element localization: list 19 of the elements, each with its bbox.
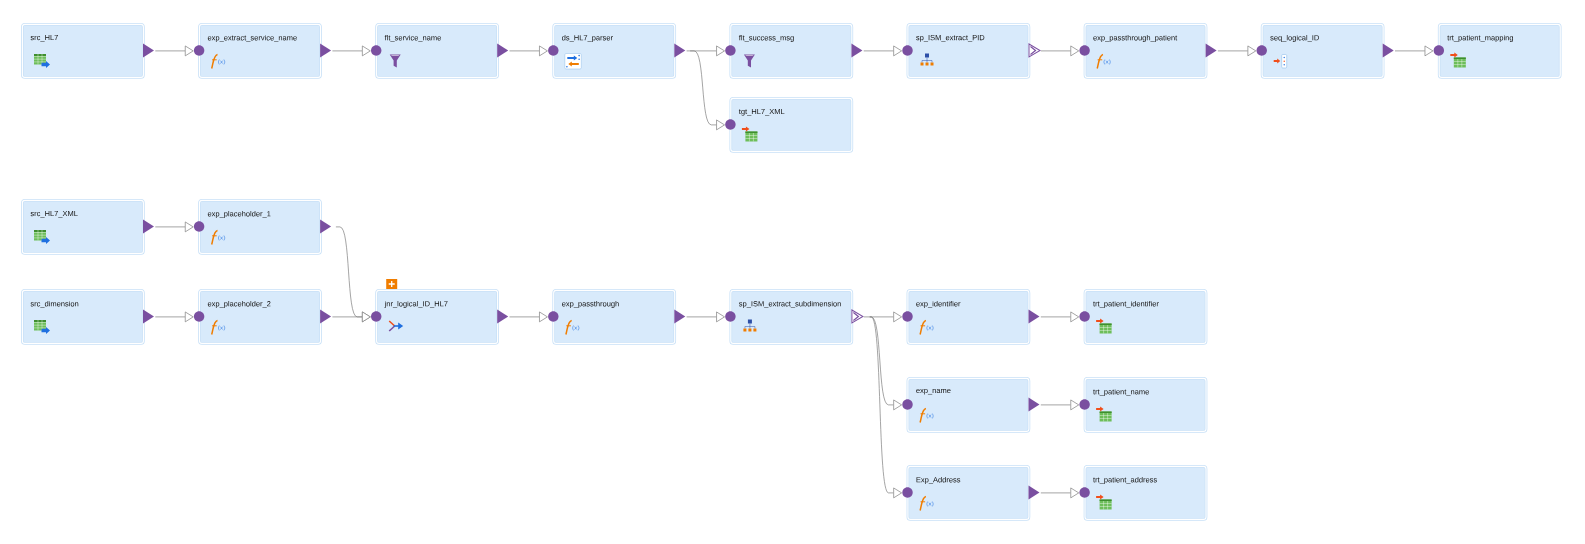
arrow [509, 45, 548, 57]
arrow [1040, 487, 1080, 499]
arrow [1040, 45, 1080, 57]
arrow [686, 311, 725, 323]
arrow [332, 45, 371, 57]
arrow [689, 50, 725, 131]
arrow [1040, 311, 1080, 323]
arrow [154, 45, 194, 57]
arrow [686, 45, 725, 57]
arrow [869, 316, 902, 499]
arrow [863, 45, 902, 57]
arrow [1217, 45, 1257, 57]
arrow [863, 311, 902, 323]
arrow [1040, 399, 1080, 411]
arrow [509, 311, 548, 323]
arrow [1394, 45, 1434, 57]
arrow [154, 311, 194, 323]
arrow [332, 311, 371, 323]
arrow [154, 221, 194, 233]
